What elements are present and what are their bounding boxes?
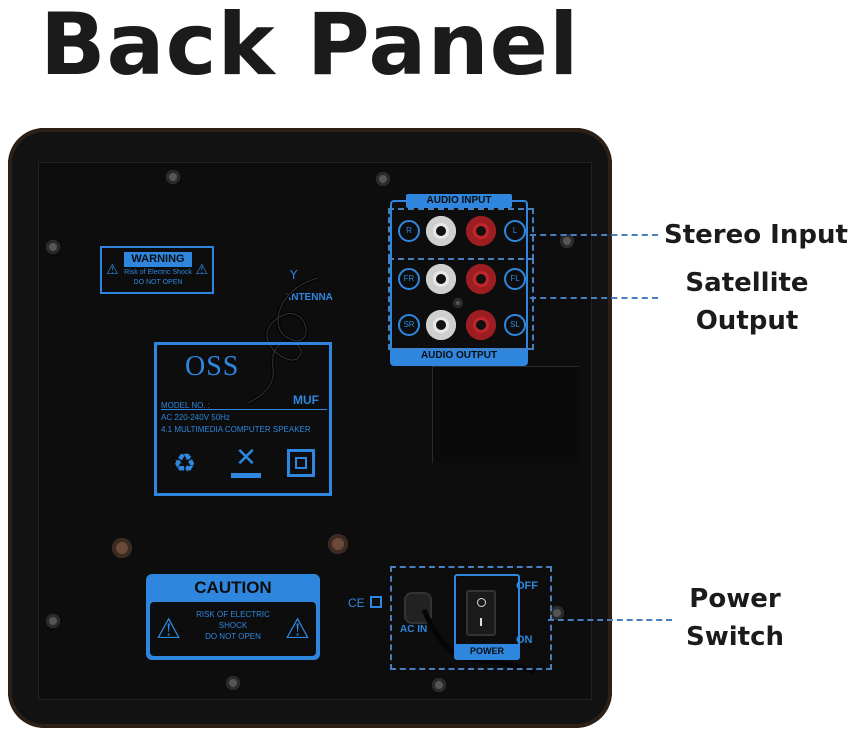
warning-line2: DO NOT OPEN	[133, 279, 183, 286]
recycle-icon: ♻	[173, 449, 197, 479]
brand-logo: OSS	[185, 351, 240, 382]
screw-icon	[46, 614, 60, 628]
power-rating: AC 220-240V 50Hz	[161, 413, 230, 422]
screw-icon	[550, 606, 564, 620]
satellite-output-highlight	[388, 258, 534, 350]
power-switch-leader	[548, 619, 672, 621]
screw-icon	[226, 676, 240, 690]
jack-label-r: R	[398, 220, 420, 242]
ce-mark: CE	[348, 596, 365, 610]
audio-input-header: AUDIO INPUT	[406, 194, 512, 208]
antenna-icon: Y	[290, 268, 298, 282]
ac-in-label: AC IN	[400, 624, 428, 635]
stereo-input-leader	[530, 234, 658, 236]
caution-line1: RISK OF ELECTRIC	[196, 610, 270, 619]
screw-icon	[432, 678, 446, 692]
power-switch-callout: Power Switch	[685, 584, 784, 652]
screw-icon	[46, 240, 60, 254]
double-insulation-icon	[370, 596, 382, 608]
speaker-back-panel: ⚠ ⚠ WARNING Risk of Electric Shock DO NO…	[8, 128, 612, 728]
power-switch-highlight	[390, 566, 552, 670]
jack-label-l: L	[504, 220, 526, 242]
audio-output-footer: AUDIO OUTPUT	[392, 348, 526, 364]
copper-screw-icon	[112, 538, 132, 558]
caution-line2: SHOCK	[218, 621, 248, 630]
antenna-wire	[247, 276, 319, 405]
rca-jack-surround-left[interactable]	[466, 310, 496, 340]
warning-triangle-icon: ⚠	[106, 262, 119, 278]
rocker-power-switch[interactable]	[466, 590, 496, 636]
rca-jack-front-right[interactable]	[426, 264, 456, 294]
screw-icon	[560, 234, 574, 248]
rca-jack-input-right[interactable]	[426, 216, 456, 246]
caution-body: ⚠ ⚠ RISK OF ELECTRIC SHOCK DO NOT OPEN	[150, 602, 316, 656]
exclamation-hazard-icon: ⚠	[284, 612, 310, 645]
warning-label: ⚠ ⚠ WARNING Risk of Electric Shock DO NO…	[100, 246, 214, 294]
double-insulation-icon	[287, 449, 315, 477]
antenna-label: ANTENNA	[284, 292, 333, 303]
satellite-output-callout: Satellite Output	[685, 268, 809, 336]
jack-label-sr: SR	[398, 314, 420, 336]
warning-line1: Risk of Electric Shock	[124, 269, 192, 276]
rca-jack-input-left[interactable]	[466, 216, 496, 246]
power-label: POWER	[456, 644, 518, 658]
caution-heading: CAUTION	[194, 578, 272, 597]
jack-label-sl: SL	[504, 314, 526, 336]
stereo-input-callout: Stereo Input	[664, 220, 848, 250]
stereo-input-highlight	[388, 208, 534, 260]
model-row: MODEL NO. : MUF	[161, 393, 327, 410]
copper-screw-icon	[328, 534, 348, 554]
info-plate: OSS MODEL NO. : MUF AC 220-240V 50Hz 4.1…	[154, 342, 332, 496]
jack-label-fl: FL	[504, 268, 526, 290]
screw-icon	[453, 298, 463, 308]
satellite-output-leader	[530, 297, 658, 299]
rca-jack-front-left[interactable]	[466, 264, 496, 294]
jack-label-fr: FR	[398, 268, 420, 290]
warning-triangle-icon: ⚠	[195, 262, 208, 278]
audio-jack-plate: AUDIO INPUT R L FR FL SR SL AUDIO OUTPUT	[390, 194, 528, 366]
warning-heading: WARNING	[124, 252, 192, 267]
model-value: MUF	[293, 393, 319, 407]
recessed-block	[432, 366, 579, 463]
screw-icon	[376, 172, 390, 186]
rca-jack-surround-right[interactable]	[426, 310, 456, 340]
screw-icon	[166, 170, 180, 184]
speaker-description: 4.1 MULTIMEDIA COMPUTER SPEAKER	[161, 425, 311, 434]
off-label: OFF	[516, 580, 538, 592]
model-label: MODEL NO. :	[161, 401, 211, 410]
page-title: Back Panel	[40, 0, 580, 95]
power-switch-frame: POWER	[454, 574, 520, 660]
caution-label: CAUTION ⚠ ⚠ RISK OF ELECTRIC SHOCK DO NO…	[146, 574, 320, 660]
on-label: ON	[516, 634, 533, 646]
weee-bin-icon: ✕	[231, 443, 261, 483]
caution-line3: DO NOT OPEN	[205, 632, 261, 641]
shock-hazard-icon: ⚠	[156, 612, 182, 645]
